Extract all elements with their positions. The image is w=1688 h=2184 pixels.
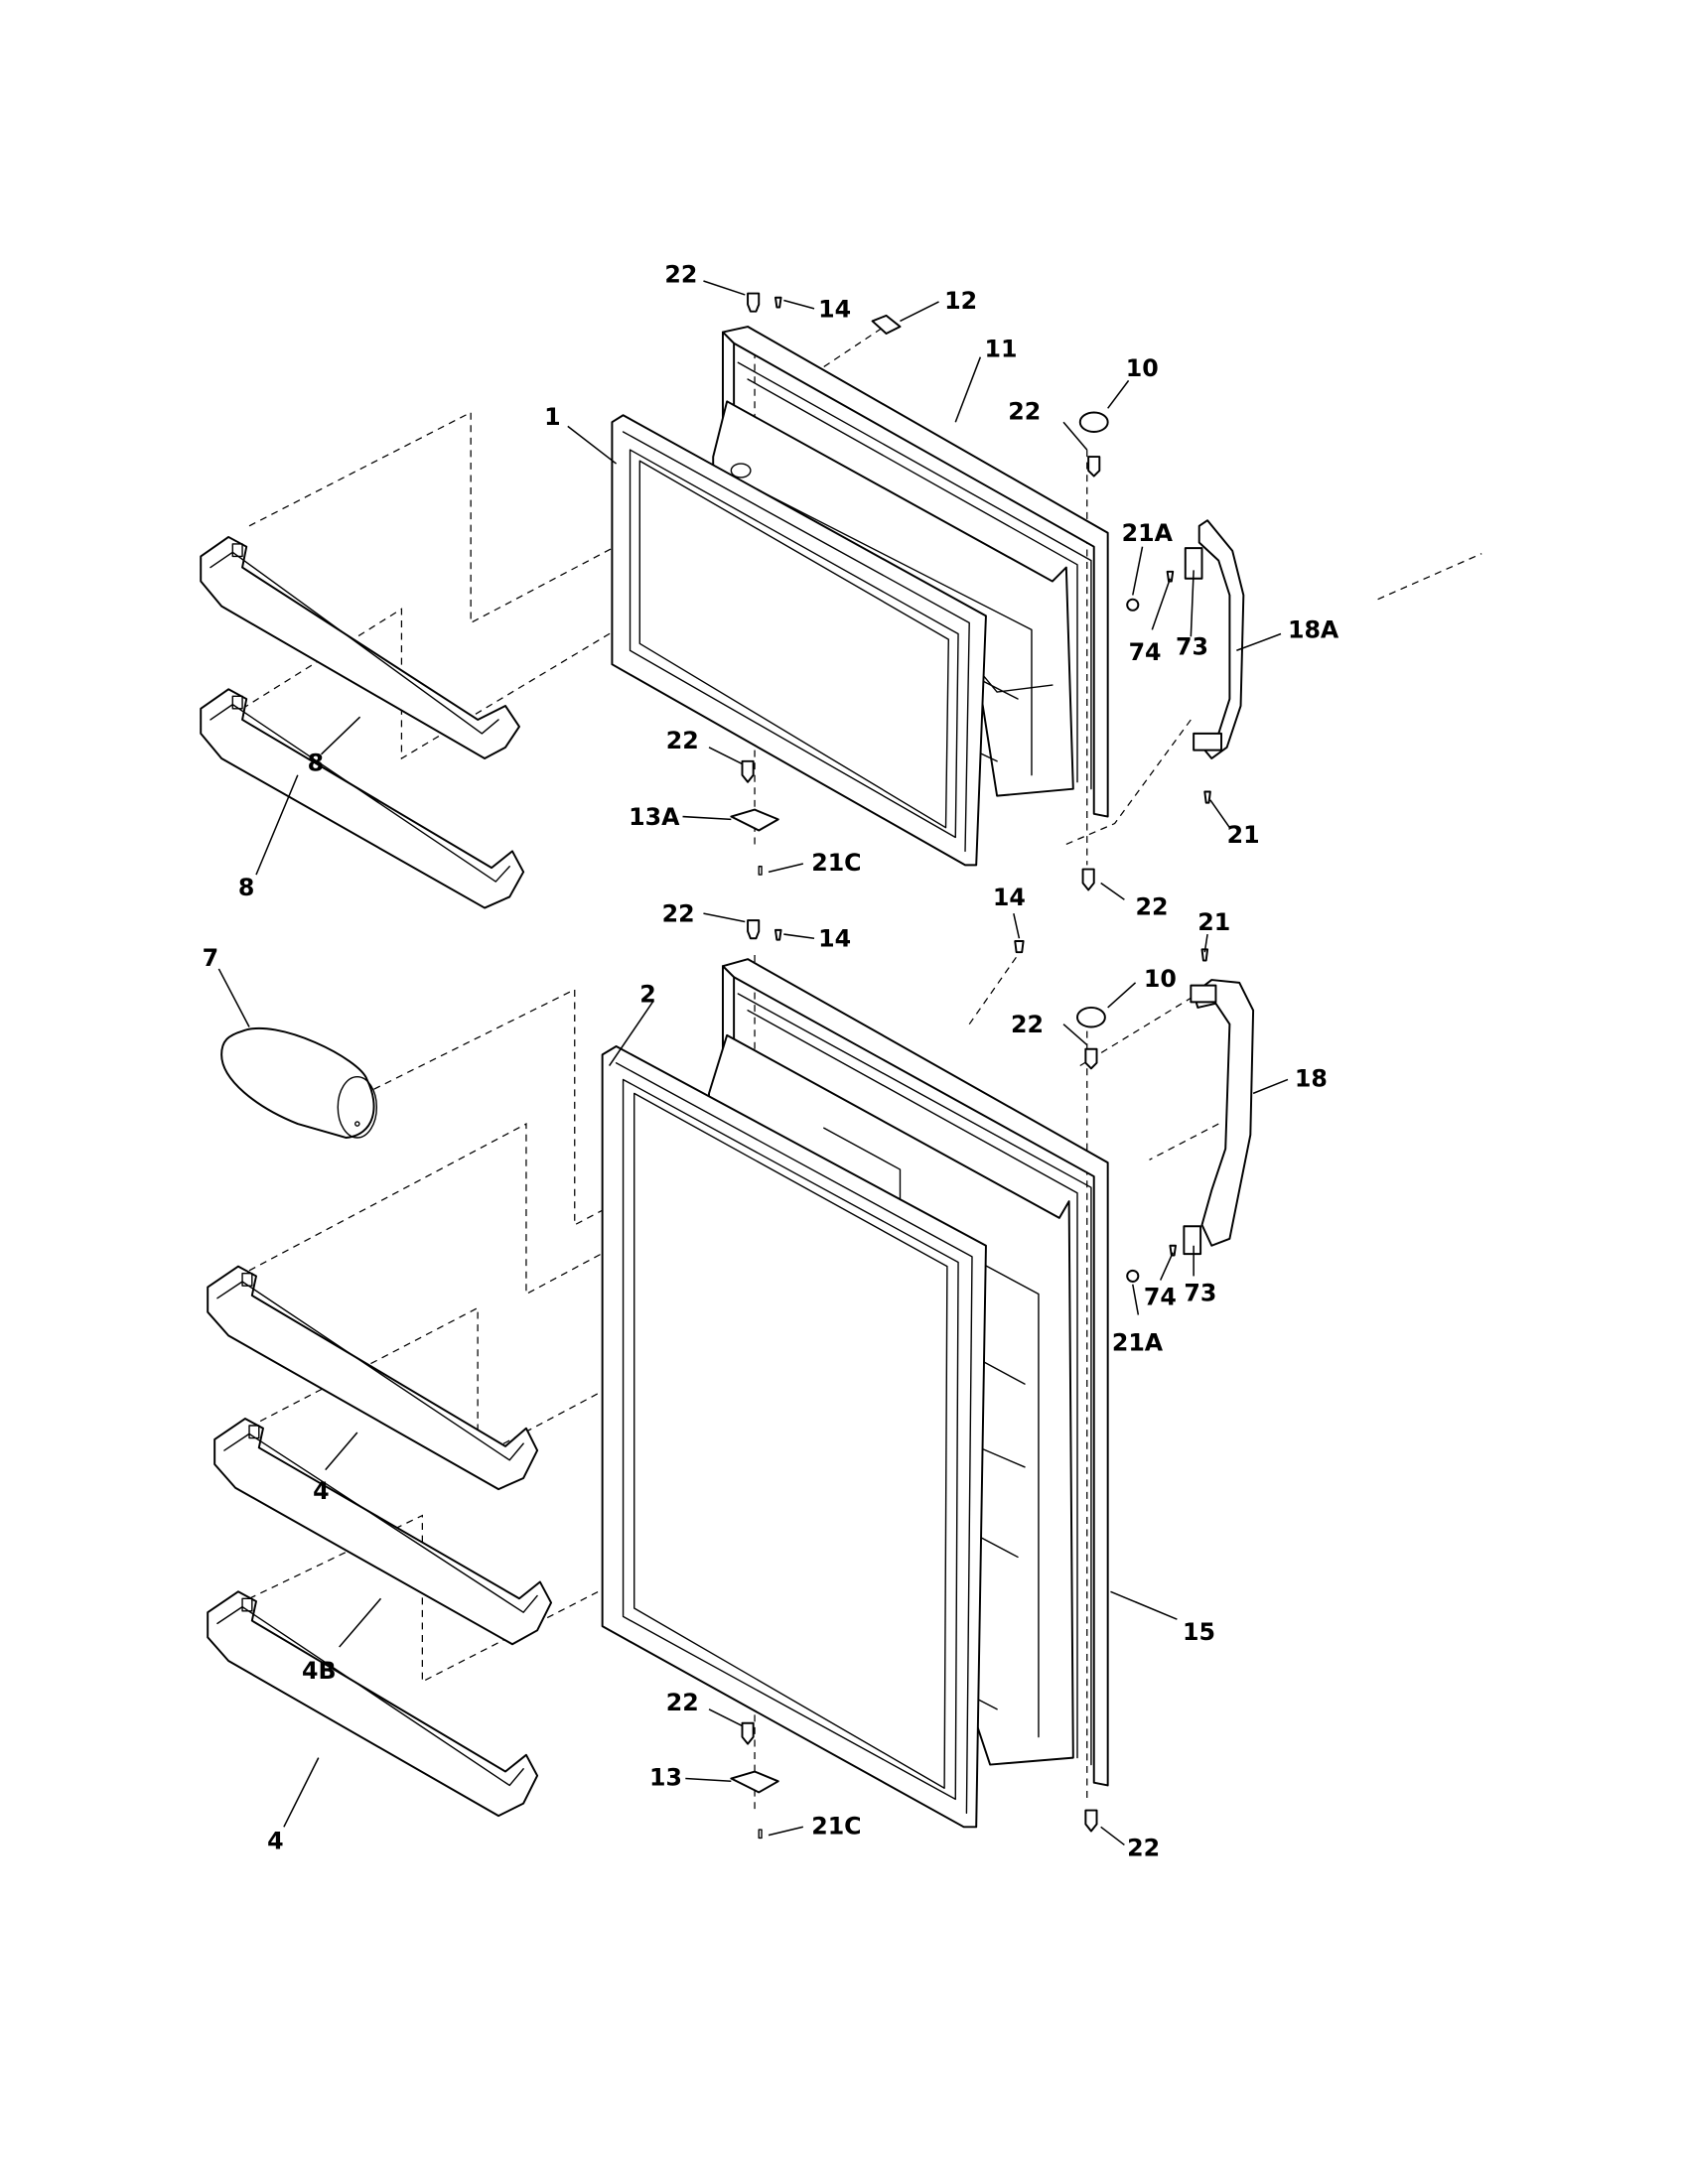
- callout-14: 14: [993, 884, 1026, 911]
- callout-7: 7: [203, 944, 218, 972]
- freezer-door-shelf-lower: [200, 688, 525, 909]
- callout-21: 21: [1227, 821, 1260, 849]
- callout-13: 13: [649, 1763, 682, 1791]
- callout-10: 10: [1126, 354, 1159, 382]
- callout-73: 73: [1184, 1280, 1216, 1307]
- fresh-food-shelf-bottom: [207, 1590, 539, 1818]
- callout-22: 22: [1011, 1011, 1044, 1038]
- callout-22: 22: [1008, 397, 1041, 425]
- callout-21a: 21A: [1112, 1329, 1164, 1357]
- freezer-door-shelf-upper: [200, 535, 520, 759]
- callout-21c: 21C: [811, 849, 861, 877]
- callout-74: 74: [1129, 638, 1162, 666]
- callout-22: 22: [664, 260, 697, 288]
- callout-13a: 13A: [629, 803, 680, 831]
- freezer-door-handle: [1184, 519, 1245, 759]
- callout-14: 14: [818, 295, 851, 323]
- callout-12: 12: [944, 287, 977, 315]
- fresh-food-door-outer-panel: [721, 958, 1109, 1787]
- freezer-door-small-parts: [730, 292, 1211, 891]
- callout-73: 73: [1176, 632, 1208, 660]
- callout-21: 21: [1197, 908, 1230, 936]
- callout-4: 4: [267, 1828, 283, 1855]
- callout-21a: 21A: [1122, 519, 1174, 547]
- fresh-food-door-handle: [1183, 979, 1255, 1256]
- callout-1: 1: [544, 403, 560, 431]
- callout-22: 22: [662, 900, 695, 928]
- fresh-food-door-gasket: [601, 1045, 987, 1829]
- freezer-door-gasket: [611, 414, 987, 867]
- callout-22: 22: [1136, 893, 1169, 921]
- callout-18: 18: [1295, 1064, 1328, 1092]
- callout-8: 8: [308, 750, 324, 777]
- callout-4: 4: [313, 1477, 329, 1505]
- callout-8: 8: [238, 874, 254, 901]
- callout-11: 11: [985, 336, 1018, 363]
- callout-22: 22: [666, 1689, 699, 1716]
- callout-4b: 4B: [302, 1657, 337, 1685]
- callout-21c: 21C: [811, 1812, 861, 1840]
- callout-10: 10: [1144, 965, 1177, 993]
- callout-labels: 22 14 12 11 10 1 22 21A 74 73 18A 8 22 1…: [203, 260, 1339, 1861]
- leader-lines: [217, 280, 1289, 1846]
- callout-14: 14: [818, 925, 851, 953]
- fresh-food-door-small-parts: [730, 919, 1209, 1840]
- callout-22: 22: [1127, 1835, 1160, 1862]
- callout-15: 15: [1183, 1618, 1215, 1646]
- fresh-food-shelf-top: [207, 1265, 539, 1491]
- callout-22: 22: [666, 727, 699, 754]
- callout-74: 74: [1144, 1284, 1177, 1311]
- dairy-bin: [220, 1026, 378, 1139]
- callout-18a: 18A: [1288, 616, 1339, 644]
- callout-2: 2: [639, 980, 655, 1008]
- fresh-food-shelf-middle: [213, 1418, 553, 1646]
